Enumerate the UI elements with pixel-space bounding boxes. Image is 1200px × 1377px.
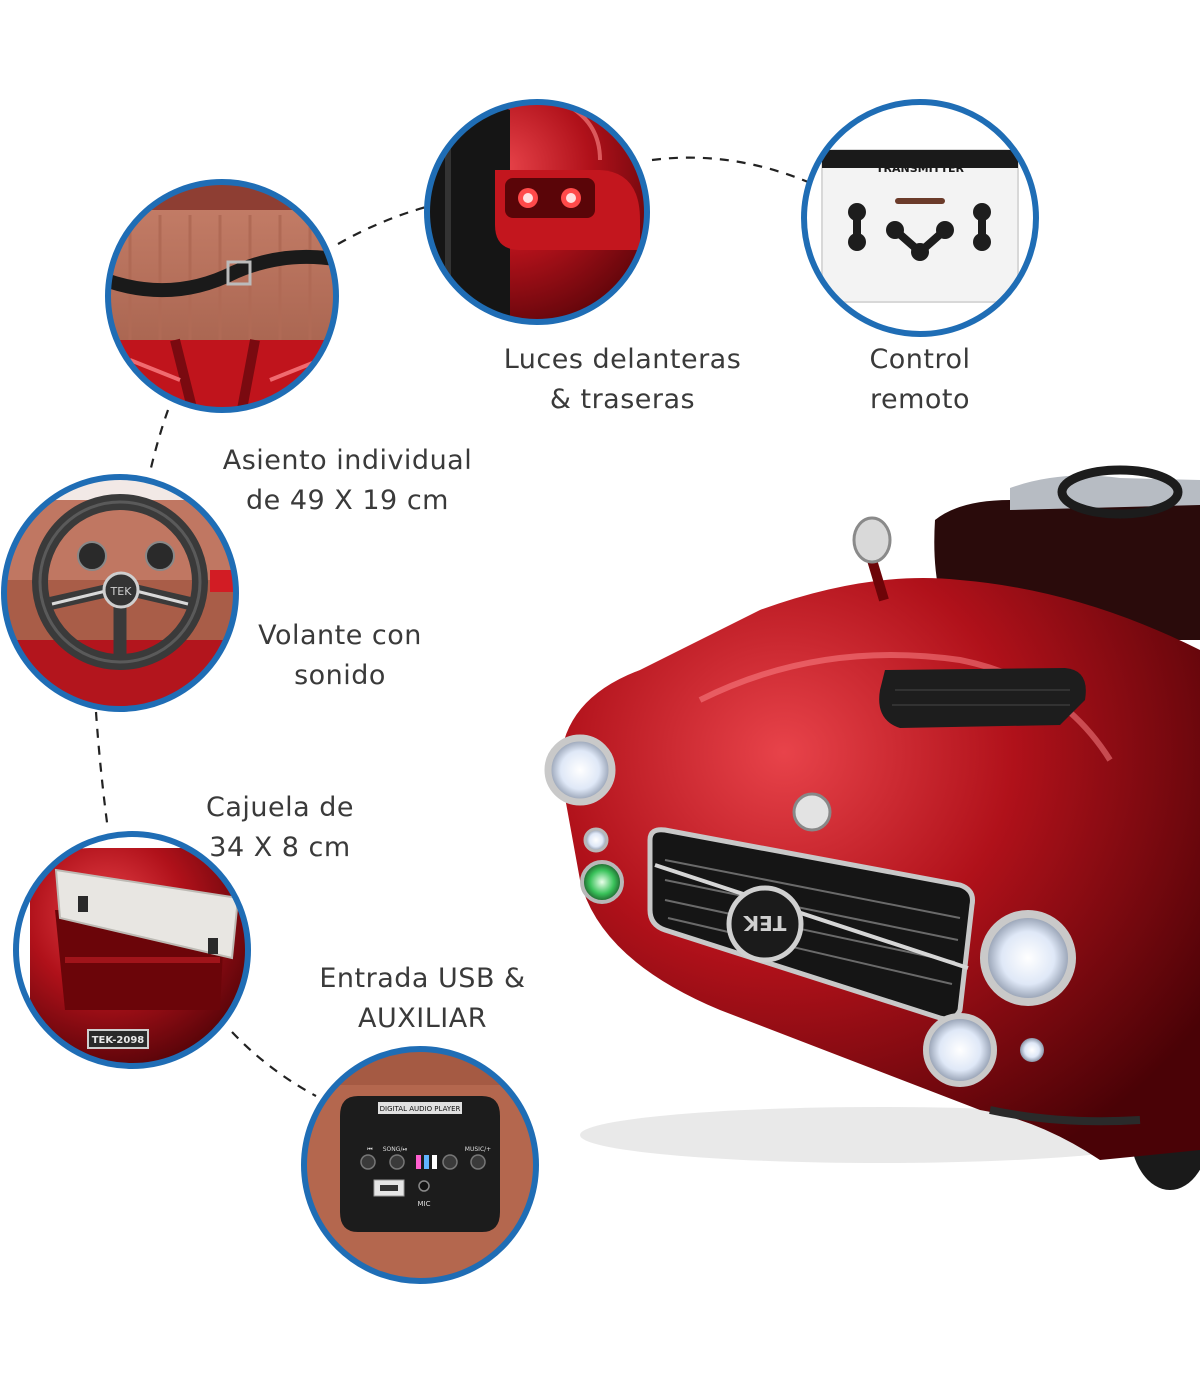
lights-label: Luces delanteras & traseras: [503, 344, 742, 415]
dashed-connectors: [94, 156, 809, 1097]
remote-label: Control remoto: [869, 344, 971, 415]
plate-text: TEK-2098: [92, 1035, 145, 1046]
remote-photo: TRANSMITTER: [801, 99, 1039, 337]
song-label: SONG/⏯: [383, 1146, 408, 1153]
usb-label: Entrada USB & AUXILIAR: [319, 963, 526, 1034]
lights-photo: [424, 99, 650, 325]
wheel-badge-text: TEK: [110, 585, 133, 598]
wheel-label: Volante con sonido: [258, 620, 422, 691]
player-title-text: DIGITAL AUDIO PLAYER: [380, 1105, 461, 1113]
usb-panel-photo: DIGITAL AUDIO PLAYER ⏮ SONG/⏯ MUSIC/+ MI…: [301, 1046, 539, 1284]
music-label: MUSIC/+: [465, 1146, 491, 1153]
transmitter-text: TRANSMITTER: [876, 162, 964, 175]
trunk-photo: TEK-2098: [13, 831, 251, 1069]
seat-photo: [105, 179, 339, 413]
mic-label: MIC: [418, 1200, 431, 1208]
trunk-label: Cajuela de 34 X 8 cm: [205, 792, 354, 863]
red-car-photo: TEK: [544, 465, 1200, 1190]
seat-label: Asiento individual de 49 X 19 cm: [222, 445, 473, 516]
steering-wheel-photo: TEK: [1, 474, 239, 712]
car-badge-text: TEK: [742, 911, 786, 935]
svg-text:⏮: ⏮: [367, 1146, 373, 1153]
